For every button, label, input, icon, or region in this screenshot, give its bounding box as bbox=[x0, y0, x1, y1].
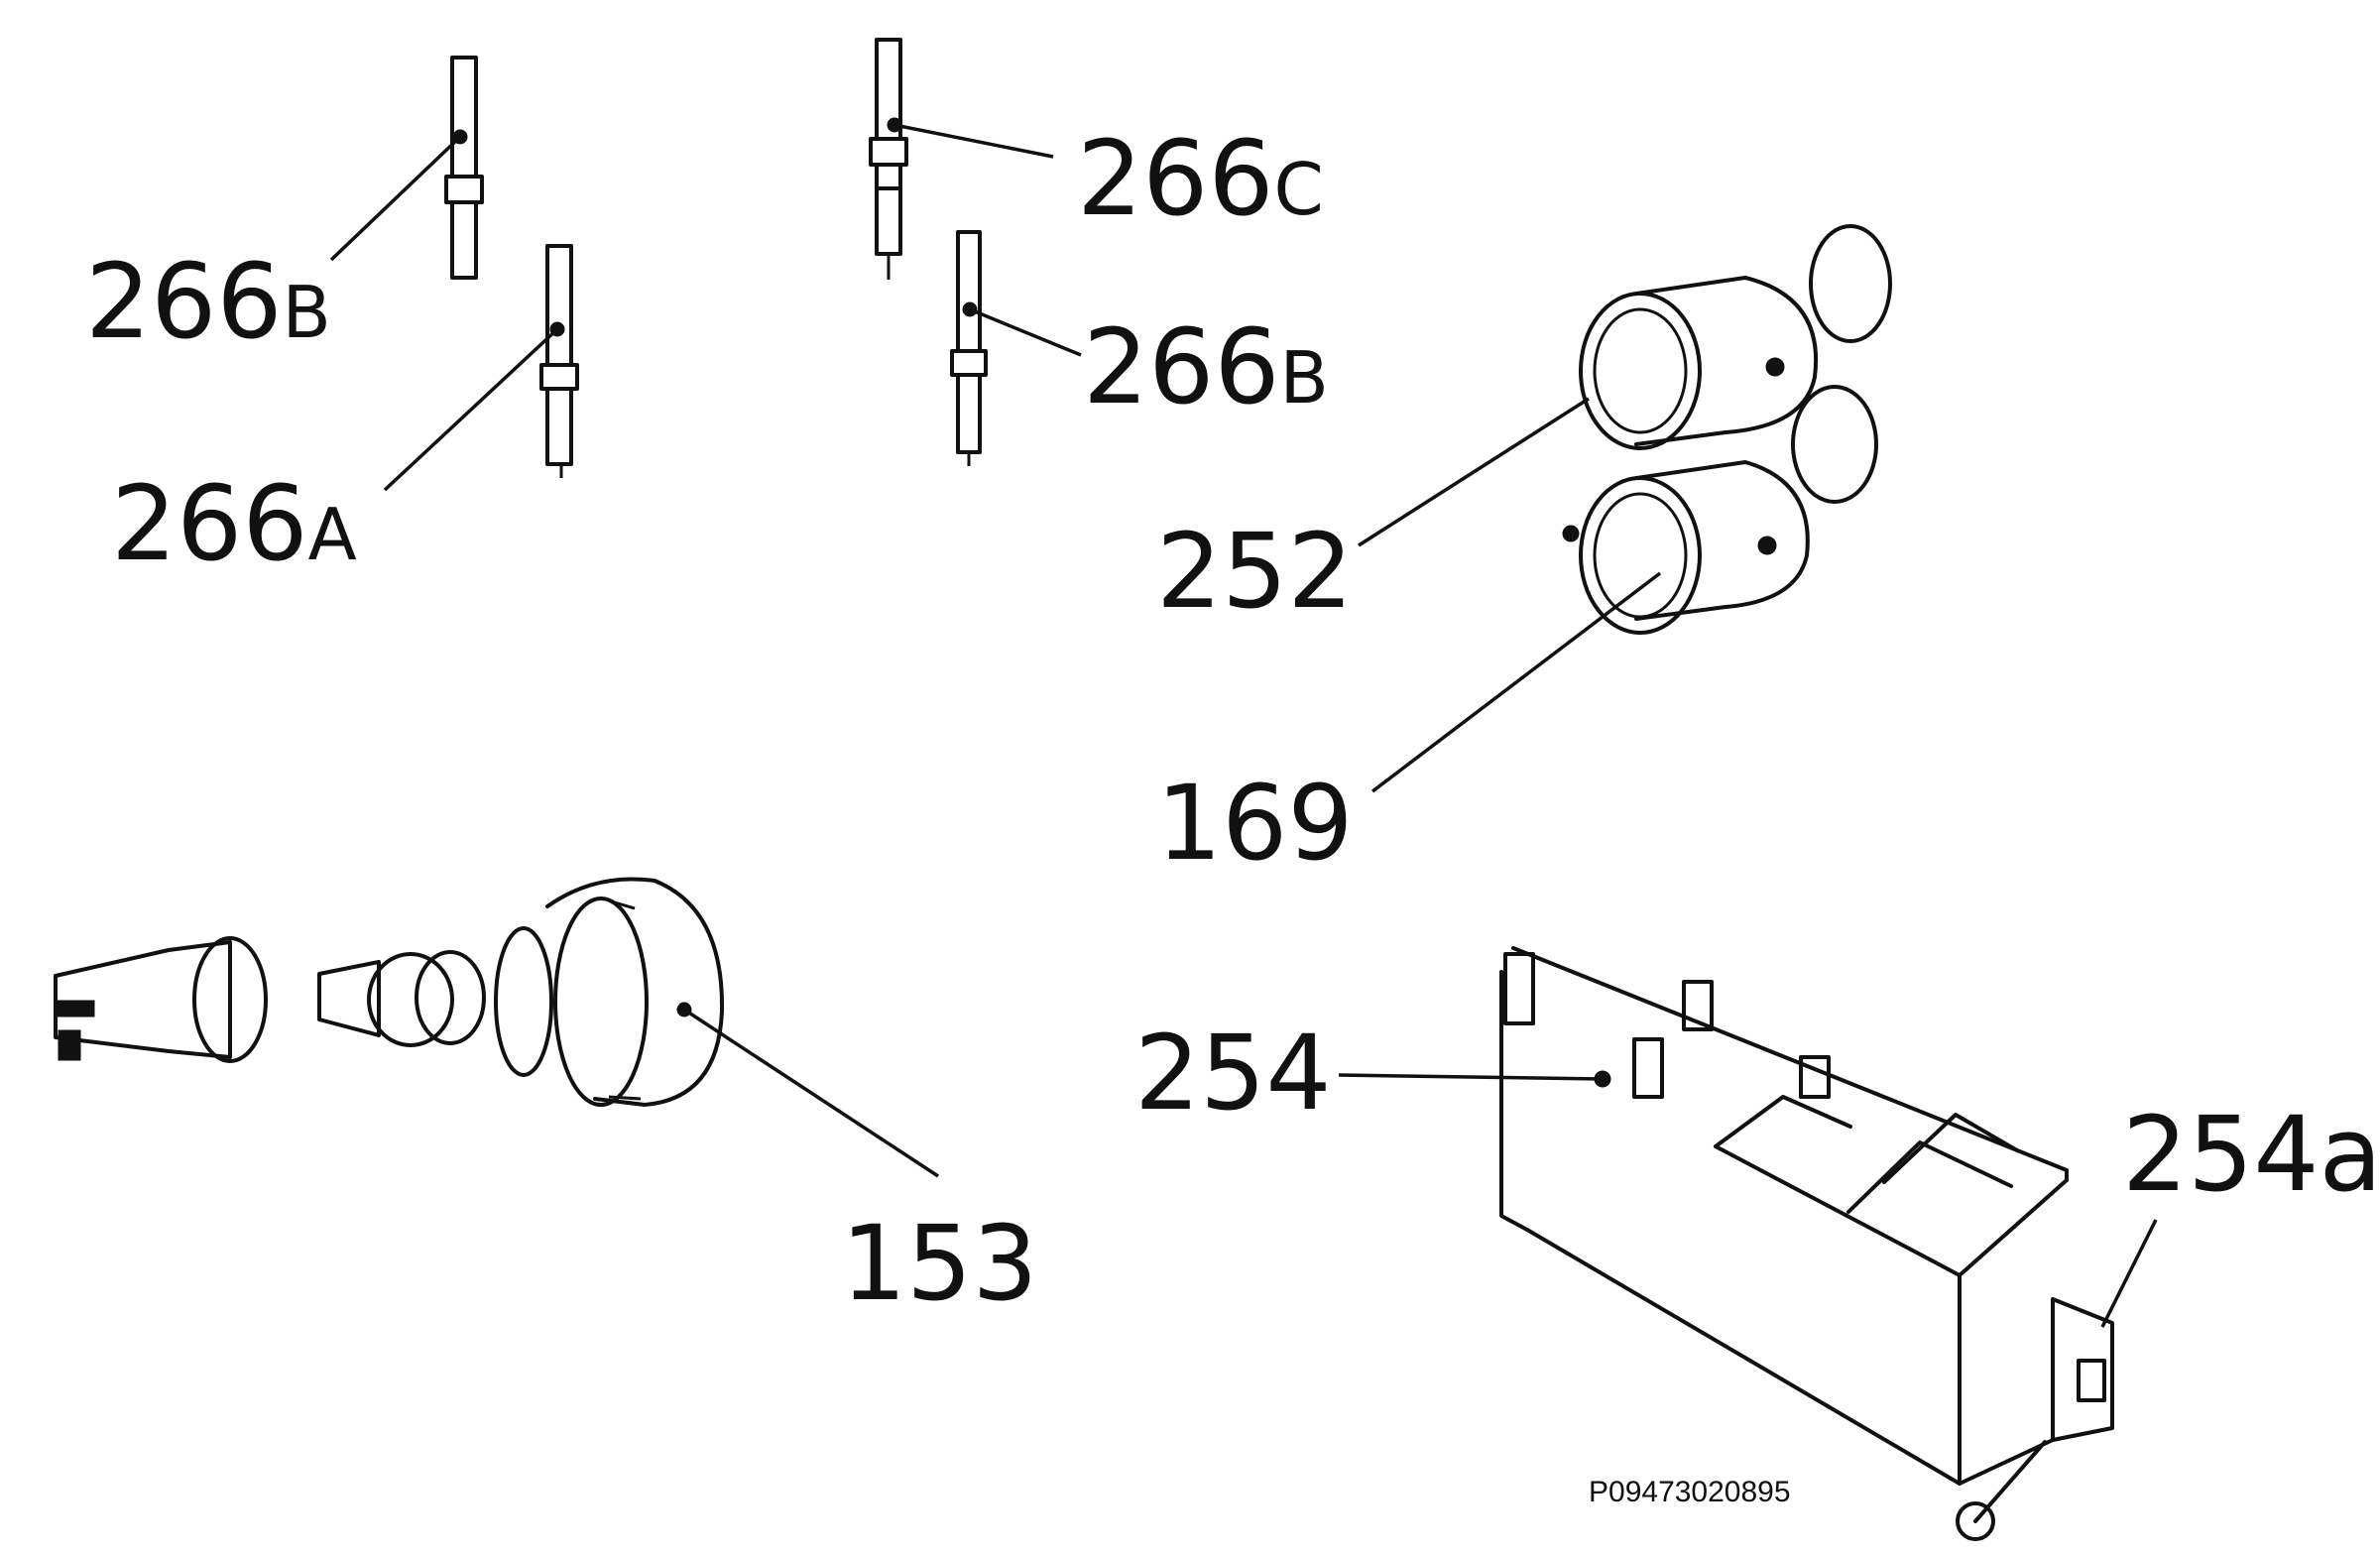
leader-254a bbox=[2100, 1219, 2158, 1328]
leader-266b-left bbox=[329, 135, 462, 262]
electrode-266c bbox=[869, 38, 908, 280]
callout-169: 169 bbox=[1156, 763, 1354, 884]
callout-266c: 266C bbox=[1077, 118, 1324, 239]
callout-252: 252 bbox=[1156, 511, 1354, 632]
leader-252 bbox=[1358, 397, 1590, 547]
leader-266b-right bbox=[969, 307, 1082, 357]
leader-266c bbox=[893, 123, 1054, 159]
lamp-cover bbox=[494, 877, 725, 1107]
leader-169 bbox=[1370, 571, 1662, 793]
leader-153 bbox=[683, 1008, 939, 1178]
control-knob-lower bbox=[1562, 385, 1878, 635]
callout-266b-right: 266B bbox=[1083, 306, 1329, 427]
electrode-266a bbox=[539, 244, 579, 478]
callout-266b-left: 266B bbox=[85, 241, 331, 362]
lamp-holder bbox=[54, 936, 268, 1063]
electrode-266b-left bbox=[444, 56, 484, 280]
control-knob-upper bbox=[1579, 224, 1892, 450]
callout-254: 254 bbox=[1134, 1013, 1332, 1134]
leader-254 bbox=[1338, 1073, 1604, 1081]
electrode-266b-right bbox=[950, 230, 988, 466]
reference-code: P09473020895 bbox=[1589, 1476, 1791, 1508]
callout-153: 153 bbox=[841, 1203, 1038, 1324]
leader-266a bbox=[383, 327, 559, 492]
callout-254a: 254a bbox=[2122, 1094, 2380, 1215]
ignition-generator bbox=[1499, 946, 2114, 1541]
lamp-bulb bbox=[317, 950, 486, 1047]
callout-266a: 266A bbox=[111, 463, 357, 584]
